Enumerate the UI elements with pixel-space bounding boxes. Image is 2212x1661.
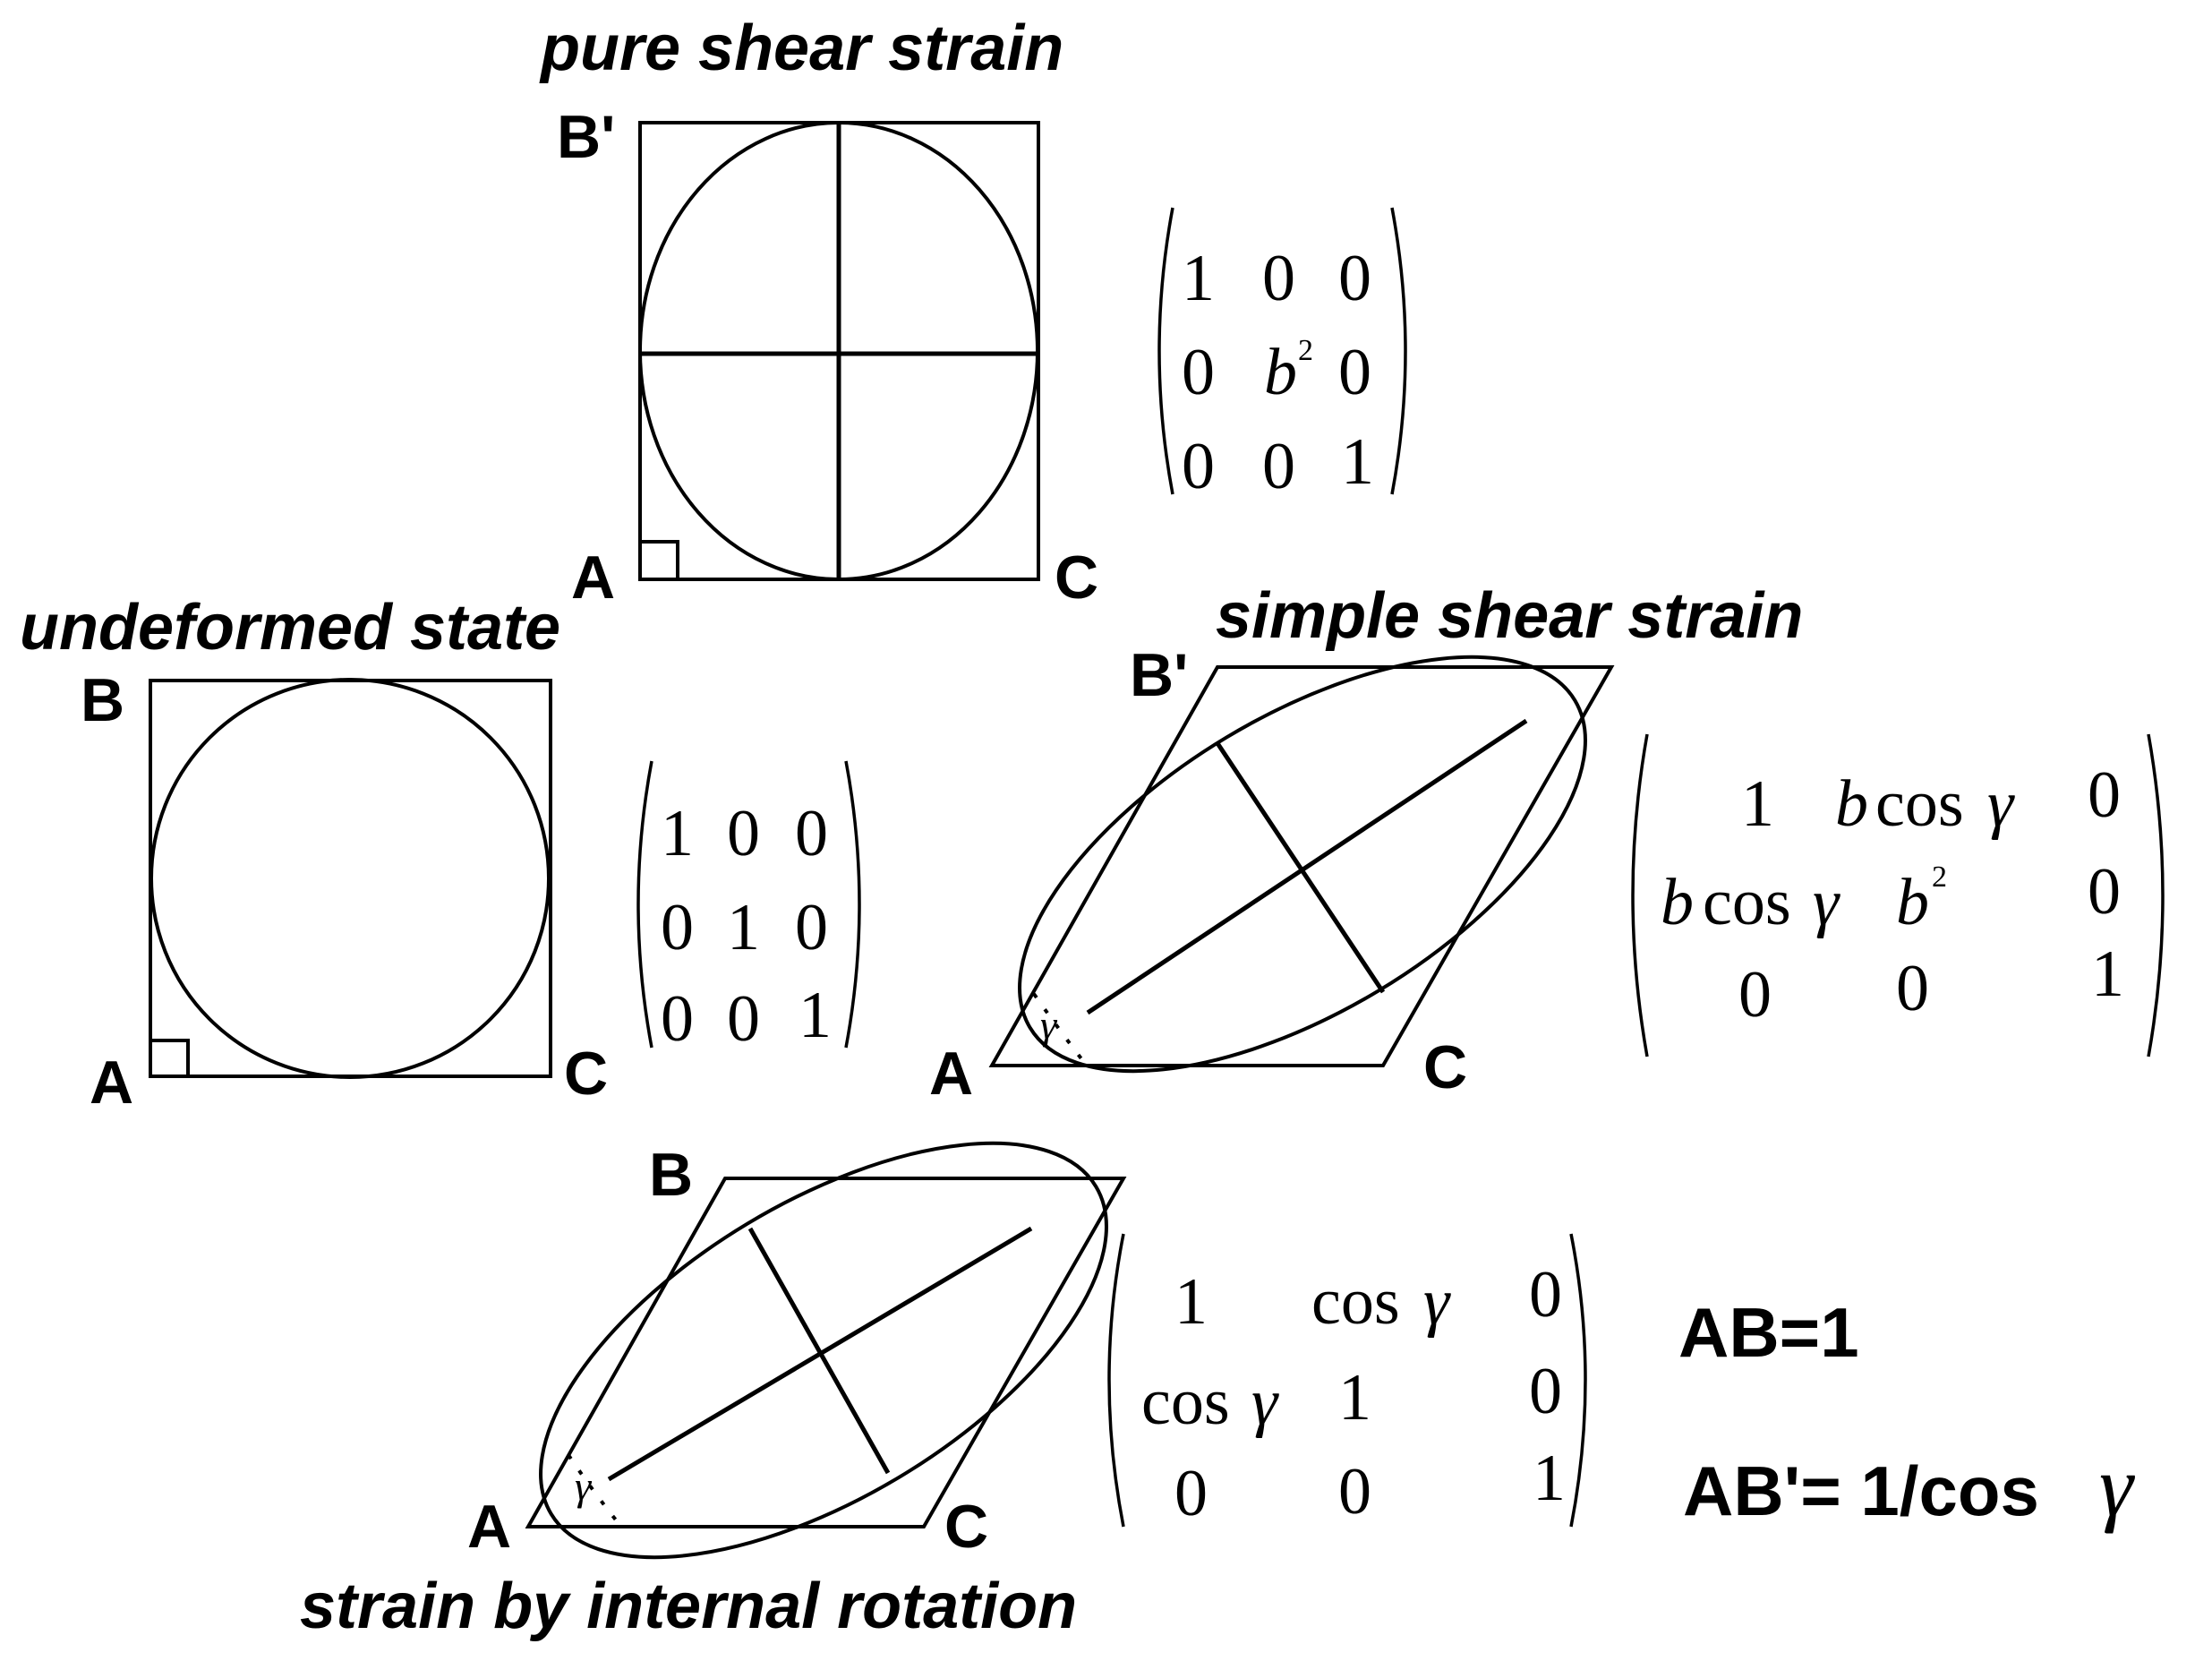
matrix-cell: 1 (727, 891, 760, 964)
pure-shear-panel: pure shear strain B' A C 1 0 0 0 b 2 0 0… (539, 13, 1407, 612)
matrix-right-paren (1390, 207, 1407, 495)
matrix-cell: 0 (1738, 958, 1772, 1032)
matrix-left-paren (1107, 1233, 1125, 1528)
matrix-cell: cos (1703, 866, 1791, 939)
matrix-cell: 1 (1341, 425, 1374, 499)
simple-shear-vertex-c: C (1423, 1033, 1467, 1101)
matrix-cell: 0 (1262, 430, 1295, 503)
matrix-cell: 0 (727, 982, 760, 1056)
simple-shear-gamma-label: γ (1040, 1002, 1058, 1048)
matrix-cell: 0 (661, 982, 694, 1056)
matrix-cell: 1 (1741, 767, 1774, 841)
matrix-cell: 0 (795, 891, 828, 964)
matrix-cell: 1 (661, 797, 694, 870)
rotation-title: strain by internal rotation (300, 1571, 1077, 1642)
matrix-cell: 0 (1529, 1355, 1562, 1428)
matrix-cell: γ (1251, 1366, 1279, 1439)
matrix-cell: γ (1813, 866, 1840, 939)
rotation-parallelogram (525, 1177, 1127, 1528)
rotation-vertex-b: B (649, 1141, 693, 1209)
matrix-right-paren (1569, 1233, 1587, 1528)
matrix-right-paren (844, 760, 861, 1049)
undeformed-vertex-b: B (81, 666, 124, 734)
simple-shear-matrix: 1 b cos γ 0 b cos γ b 2 0 0 0 1 (1631, 733, 2165, 1057)
note-abprime-gamma: γ (2099, 1438, 2135, 1534)
matrix-cell: 1 (1533, 1442, 1566, 1515)
matrix-cell: 0 (1338, 242, 1371, 315)
note-abprime-length: AB'= 1/cos (1683, 1451, 2039, 1530)
matrix-cell: 1 (1338, 1361, 1371, 1434)
rotation-matrix: 1 cos γ 0 cos γ 1 0 0 0 1 (1107, 1233, 1587, 1530)
matrix-cell: 0 (1174, 1457, 1208, 1530)
matrix-left-paren (1631, 733, 1649, 1057)
matrix-superscript: 2 (1298, 334, 1313, 367)
matrix-cell: 0 (2088, 855, 2121, 929)
pure-shear-matrix: 1 0 0 0 b 2 0 0 0 1 (1157, 207, 1407, 503)
undeformed-right-angle-mark (150, 1039, 190, 1076)
rotation-vertex-c: C (944, 1493, 988, 1561)
simple-shear-panel: simple shear strain γ B' A C 1 b cos γ 0… (929, 580, 2165, 1108)
simple-shear-major-axis (1086, 718, 1528, 1015)
note-ab-length: AB=1 (1678, 1293, 1859, 1372)
internal-rotation-panel: γ B A C strain by internal rotation 1 co… (300, 1141, 1587, 1642)
rotation-ellipse (539, 1141, 1108, 1560)
matrix-cell: 0 (727, 797, 760, 870)
matrix-cell: 0 (661, 891, 694, 964)
matrix-cell: 1 (2091, 938, 2124, 1011)
simple-shear-title: simple shear strain (1216, 580, 1803, 652)
matrix-cell: b (1835, 767, 1868, 841)
matrix-cell: b (1661, 866, 1694, 939)
pure-shear-vertex-b: B' (557, 103, 615, 171)
undeformed-matrix: 1 0 0 0 1 0 0 0 1 (636, 760, 861, 1056)
simple-shear-vertex-a: A (929, 1040, 973, 1108)
matrix-right-paren (2147, 733, 2165, 1057)
undeformed-circle (149, 678, 551, 1079)
matrix-cell: 0 (1262, 242, 1295, 315)
matrix-cell: b (1896, 866, 1929, 939)
rotation-minor-axis (747, 1227, 891, 1475)
matrix-cell: 0 (795, 797, 828, 870)
matrix-cell: 0 (1338, 336, 1371, 409)
matrix-cell: cos (1875, 767, 1964, 841)
matrix-superscript: 2 (1932, 860, 1947, 894)
matrix-cell: γ (1987, 767, 2015, 841)
matrix-cell: 1 (1182, 242, 1215, 315)
simple-shear-vertex-b: B' (1130, 641, 1188, 709)
pure-shear-title: pure shear strain (539, 13, 1063, 84)
rotation-gamma-label: γ (575, 1463, 593, 1509)
matrix-left-paren (1157, 207, 1174, 495)
pure-shear-vertex-c: C (1055, 544, 1098, 612)
undeformed-title: undeformed state (20, 592, 560, 664)
matrix-cell: 0 (1529, 1258, 1562, 1331)
matrix-cell: 0 (1338, 1455, 1371, 1528)
matrix-left-paren (636, 760, 653, 1049)
simple-shear-ellipse (1018, 655, 1587, 1074)
pure-shear-vertex-a: A (571, 544, 615, 612)
matrix-cell: 1 (799, 979, 832, 1052)
matrix-cell: γ (1423, 1265, 1451, 1339)
matrix-cell: cos (1141, 1366, 1230, 1439)
matrix-cell: 0 (1896, 952, 1929, 1025)
undeformed-vertex-a: A (90, 1049, 133, 1117)
matrix-cell: b (1264, 336, 1297, 409)
simple-shear-parallelogram (988, 665, 1615, 1067)
rotation-vertex-a: A (467, 1493, 511, 1561)
pure-shear-right-angle-mark (640, 540, 679, 579)
matrix-cell: 0 (1182, 336, 1215, 409)
length-notes: AB=1 AB'= 1/cos γ (1678, 1293, 2135, 1534)
matrix-cell: 0 (1182, 430, 1215, 503)
matrix-cell: 1 (1174, 1265, 1208, 1339)
simple-shear-minor-axis (1215, 741, 1386, 994)
undeformed-panel: undeformed state B A C 1 0 0 0 1 0 0 0 1 (20, 592, 861, 1117)
undeformed-vertex-c: C (564, 1040, 608, 1108)
matrix-cell: cos (1311, 1265, 1400, 1339)
matrix-cell: 0 (2088, 758, 2121, 832)
